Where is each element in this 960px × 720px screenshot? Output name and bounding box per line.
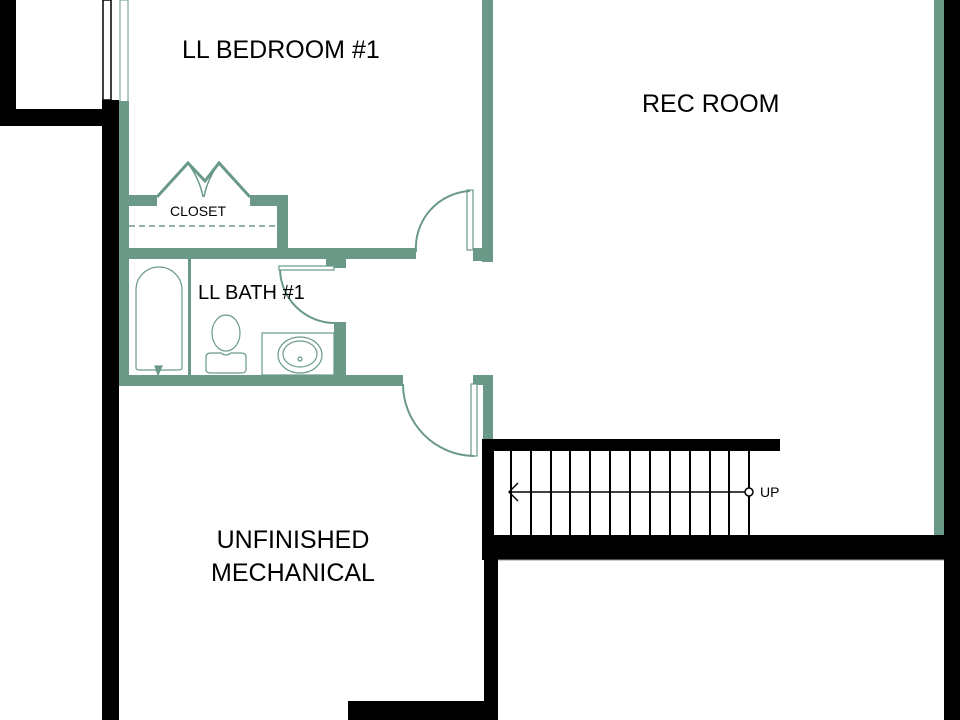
bedroom-label: LL BEDROOM #1 <box>182 36 380 64</box>
bathtub-icon <box>135 266 183 377</box>
interior-walls <box>119 0 944 535</box>
bedroom-door-icon <box>414 189 474 253</box>
arrow-left-icon <box>507 482 519 502</box>
stairs-up-label: UP <box>760 484 780 500</box>
mechanical-label-line1: UNFINISHED <box>216 526 370 554</box>
window-icon <box>102 0 129 103</box>
closet-label: CLOSET <box>170 203 227 219</box>
bath-door-icon <box>278 265 335 324</box>
sink-icon <box>261 332 335 376</box>
staircase <box>509 451 750 535</box>
bath-label: LL BATH #1 <box>198 282 305 304</box>
toilet-icon <box>205 314 247 374</box>
mechanical-door-icon <box>402 383 478 457</box>
closet-bifold-doors-icon <box>155 160 252 199</box>
stair-start-circle-icon <box>744 487 754 497</box>
mechanical-label-line2: MECHANICAL <box>211 559 375 587</box>
mechanical-label: UNFINISHED MECHANICAL <box>198 528 388 586</box>
rec-room-label: REC ROOM <box>642 90 780 118</box>
